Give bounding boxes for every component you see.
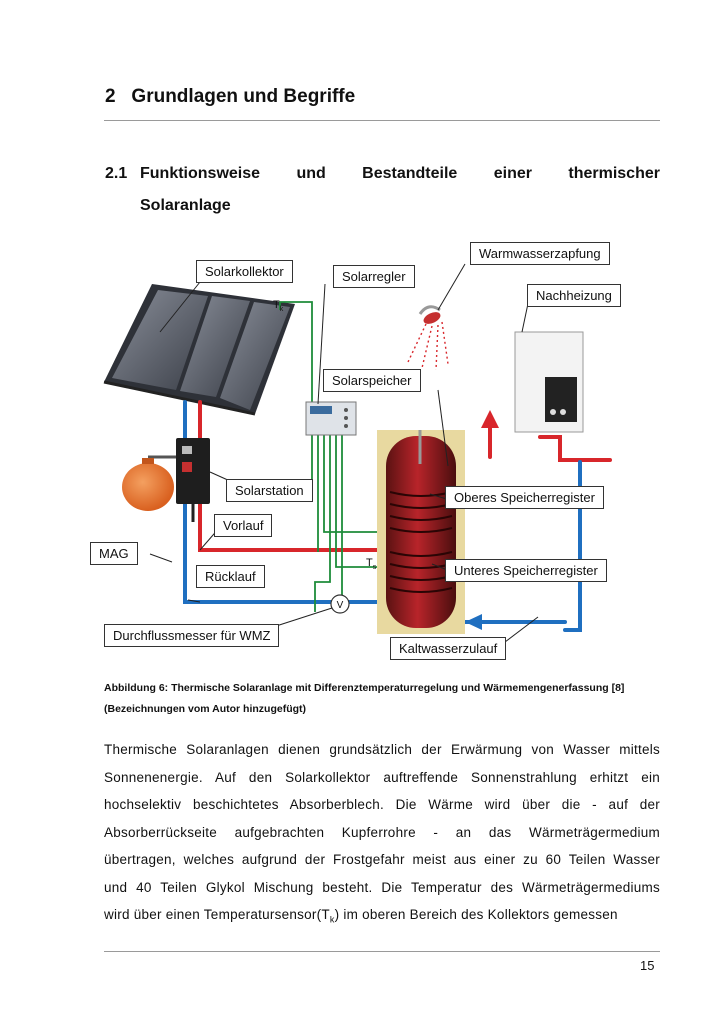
label-solarstation: Solarstation xyxy=(226,479,313,502)
label-ruecklauf: Rücklauf xyxy=(196,565,265,588)
label-durchflussmesser: Durchflussmesser für WMZ xyxy=(104,624,280,647)
section-title-word: Funktionsweise xyxy=(140,165,261,182)
solar-system-diagram: V Tk Ts xyxy=(103,263,612,643)
body-line: hochselektiv beschichtetes Absorberblech… xyxy=(104,797,660,812)
section-title-line2: Solaranlage xyxy=(140,197,231,214)
label-unteres-speicherregister: Unteres Speicherregister xyxy=(445,559,607,582)
label-solarregler: Solarregler xyxy=(333,265,415,288)
body-line: Absorberrückseite aufgebrachten Kupferro… xyxy=(104,824,660,840)
storage-sensor-label: Ts xyxy=(366,557,377,571)
storage-tank xyxy=(377,430,465,634)
footer-rule xyxy=(104,951,660,952)
label-warmwasserzapfung: Warmwasserzapfung xyxy=(470,242,610,265)
body-text-fragment: ) im oberen Bereich des Kollektors gemes… xyxy=(334,907,618,922)
chapter-title: Grundlagen und Begriffe xyxy=(131,86,356,107)
label-kaltwasserzulauf: Kaltwasserzulauf xyxy=(390,637,507,660)
label-vorlauf: Vorlauf xyxy=(214,514,273,537)
solar-system-figure: V Tk Ts Warmwasserz xyxy=(90,232,670,672)
body-line: und 40 Teilen Glykol Mischung besteht. D… xyxy=(104,879,660,895)
body-text: Thermische Solaranlagen dienen grundsätz… xyxy=(104,736,660,934)
caption-line: Abbildung 6: Thermische Solaranlage mit … xyxy=(104,682,625,694)
section-number: 2.1 xyxy=(105,165,128,182)
body-text-fragment: wird über einen Temperatursensor(T xyxy=(104,907,330,922)
section-heading: 2.1 Funktionsweise und Bestandteile einer… xyxy=(105,165,660,215)
sensor-lines xyxy=(279,301,380,612)
chapter-heading: 2 Grundlagen und Begriffe xyxy=(105,86,355,108)
page-number: 15 xyxy=(640,958,655,973)
caption-line: (Bezeichnungen vom Autor hinzugefügt) xyxy=(104,703,307,715)
shower-head xyxy=(407,305,449,371)
label-solarspeicher: Solarspeicher xyxy=(323,369,421,392)
auxiliary-heater xyxy=(514,331,584,433)
label-solarkollektor: Solarkollektor xyxy=(196,260,293,283)
body-line: übertragen, welches aufgrund der Frostge… xyxy=(104,852,660,867)
subscript-k: k xyxy=(329,914,335,925)
chapter-number: 2 xyxy=(105,86,116,107)
section-title-word: einer xyxy=(493,165,532,182)
figure-caption: Abbildung 6: Thermische Solaranlage mit … xyxy=(104,678,664,720)
flow-meter-symbol: V xyxy=(337,600,344,611)
body-line: Thermische Solaranlagen dienen grundsätz… xyxy=(104,742,660,757)
section-title-word: thermischer xyxy=(568,165,660,182)
solar-station xyxy=(176,438,210,522)
label-nachheizung: Nachheizung xyxy=(527,284,621,307)
section-title-word: und xyxy=(296,165,326,182)
section-title-word: Bestandteile xyxy=(362,165,458,182)
mag-expansion-vessel xyxy=(122,455,176,511)
header-rule xyxy=(104,120,660,121)
solar-collector xyxy=(103,284,295,416)
label-mag: MAG xyxy=(90,542,138,565)
collector-sensor-label: Tk xyxy=(273,299,284,313)
label-oberes-speicherregister: Oberes Speicherregister xyxy=(445,486,604,509)
body-line: Sonnenenergie. Auf den Solarkollektor au… xyxy=(104,769,660,785)
body-line-last: wird über einen Temperatursensor(Tk) im … xyxy=(104,901,660,934)
flow-meter: V xyxy=(330,594,350,614)
solar-controller xyxy=(305,401,357,436)
